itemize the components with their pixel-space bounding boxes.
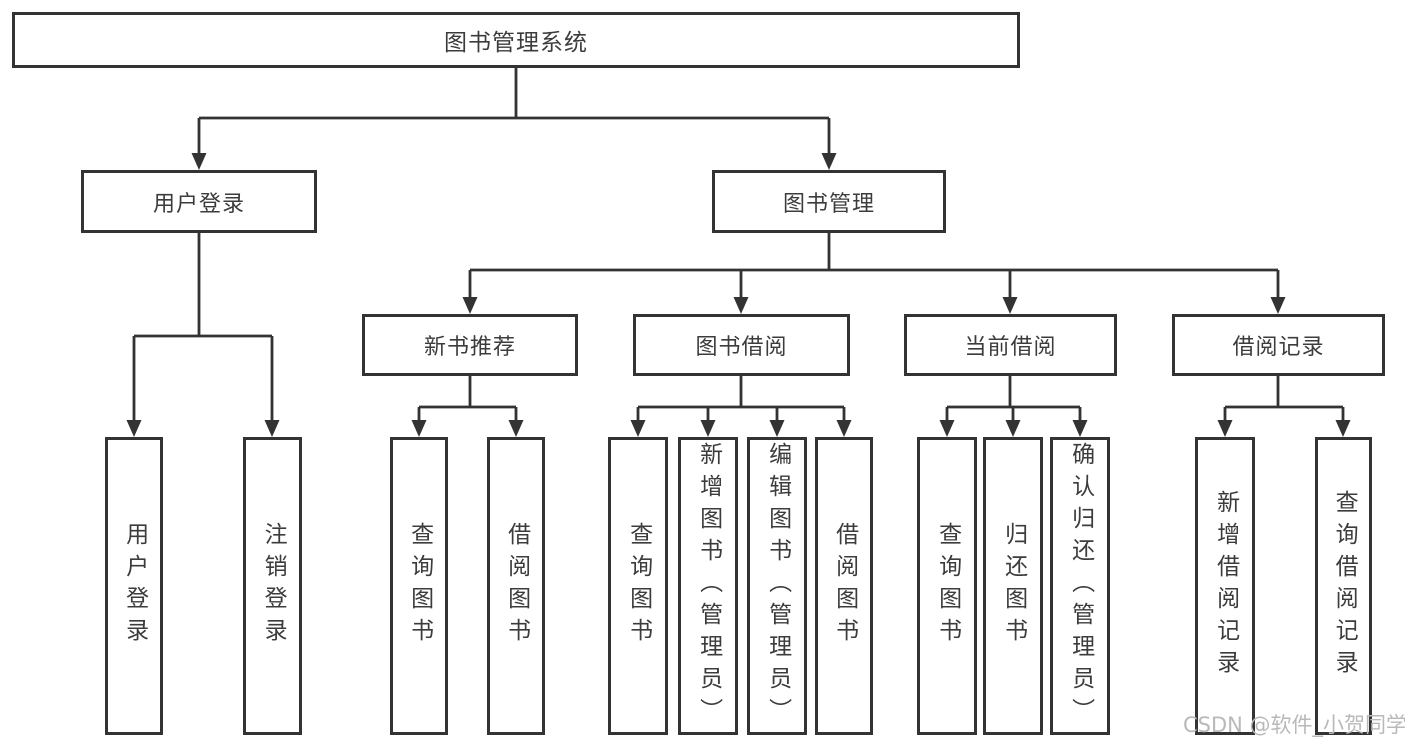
node-label: 新书推荐 [423, 335, 516, 360]
arrow-down-icon [1217, 420, 1233, 437]
connector-borrowrecords-to-leaves [1223, 376, 1345, 421]
arrow-down-icon [836, 420, 852, 437]
node-label: 当前借阅 [964, 335, 1057, 360]
arrow-down-icon [700, 420, 716, 437]
leaf-query-books-1: 查询图书 [390, 437, 448, 735]
node-label: 查询图书 [625, 522, 652, 650]
node-label: 新增借阅记录 [1212, 490, 1239, 682]
node-user-login-group: 用户登录 [81, 170, 317, 233]
connector-bookmgmt-to-level2 [468, 233, 1280, 298]
node-root-library-system: 图书管理系统 [12, 12, 1020, 68]
arrow-down-icon [1270, 297, 1286, 314]
arrow-down-icon [264, 420, 280, 437]
arrowheads [126, 153, 1351, 437]
node-label: 确认归还（管理员） [1067, 442, 1094, 730]
node-label: 用户登录 [152, 191, 245, 217]
node-label: 新增图书（管理员） [695, 442, 722, 730]
node-book-management-group: 图书管理 [712, 170, 946, 233]
leaf-edit-books-admin: 编辑图书（管理员） [747, 437, 807, 735]
leaf-confirm-return-admin: 确认归还（管理员） [1050, 437, 1110, 735]
leaf-query-borrow-record: 查询借阅记录 [1315, 437, 1372, 735]
node-label: 借阅记录 [1232, 335, 1325, 360]
arrow-down-icon [126, 420, 142, 437]
connector-bookborrow-to-leaves [636, 376, 846, 421]
arrow-down-icon [1002, 297, 1018, 314]
connector-userlogin-to-leaves [132, 233, 274, 421]
arrow-down-icon [462, 297, 478, 314]
arrow-down-icon [191, 153, 207, 170]
connector-currentborrow-to-leaves [945, 376, 1082, 421]
leaf-borrow-books-1: 借阅图书 [487, 437, 545, 735]
node-label: 查询图书 [934, 522, 961, 650]
leaf-borrow-books-2: 借阅图书 [815, 437, 873, 735]
arrow-down-icon [1005, 420, 1021, 437]
node-label: 查询图书 [406, 522, 433, 650]
arrow-down-icon [1072, 420, 1088, 437]
leaf-add-borrow-record: 新增借阅记录 [1195, 437, 1255, 735]
csdn-watermark: CSDN @软件_小贺同学 [1183, 713, 1405, 737]
node-new-book-recommendation: 新书推荐 [362, 314, 578, 376]
node-label: 查询借阅记录 [1331, 490, 1358, 682]
arrow-down-icon [1335, 420, 1351, 437]
node-label: 图书管理系统 [444, 30, 588, 56]
node-borrowing-records: 借阅记录 [1172, 314, 1385, 376]
arrow-down-icon [508, 420, 524, 437]
leaf-return-books: 归还图书 [983, 437, 1043, 735]
arrow-down-icon [733, 297, 749, 314]
node-label: 编辑图书（管理员） [764, 442, 791, 730]
arrow-down-icon [630, 420, 646, 437]
node-label: 图书管理 [782, 191, 875, 217]
arrow-down-icon [939, 420, 955, 437]
leaf-user-login: 用户登录 [105, 437, 163, 735]
connector-newbookrec-to-leaves [417, 376, 518, 421]
leaf-query-books-3: 查询图书 [917, 437, 977, 735]
node-label: 图书借阅 [695, 335, 788, 360]
node-label: 借阅图书 [503, 522, 530, 650]
leaf-query-books-2: 查询图书 [608, 437, 668, 735]
connector-root-to-level1 [197, 68, 831, 154]
node-book-borrowing: 图书借阅 [633, 314, 850, 376]
node-label: 用户登录 [121, 522, 148, 650]
node-current-borrowing: 当前借阅 [904, 314, 1117, 376]
node-label: 归还图书 [1000, 522, 1027, 650]
node-label: 借阅图书 [831, 522, 858, 650]
leaf-logout: 注销登录 [243, 437, 302, 735]
node-label: 注销登录 [260, 522, 287, 650]
leaf-add-books-admin: 新增图书（管理员） [678, 437, 738, 735]
arrow-down-icon [821, 153, 837, 170]
arrow-down-icon [411, 420, 427, 437]
arrow-down-icon [769, 420, 785, 437]
